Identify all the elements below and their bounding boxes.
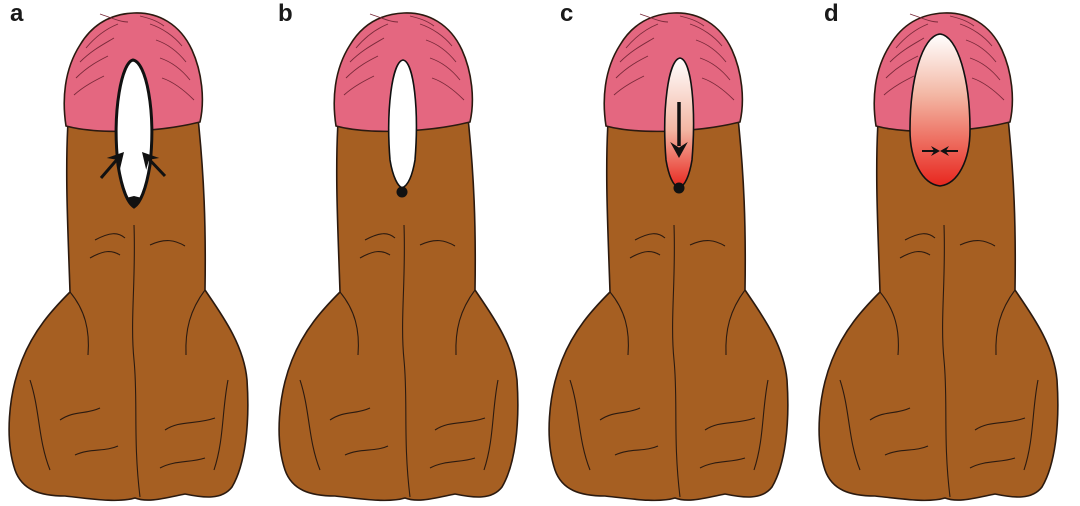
panel-b-label: b [278, 2, 293, 26]
panel-c-illustration [540, 0, 810, 506]
meatal-opening [389, 60, 417, 188]
suture-point [674, 183, 685, 194]
panel-b-illustration [270, 0, 540, 506]
suture-point [397, 187, 408, 198]
panel-c: c [540, 0, 810, 506]
panel-d-label: d [824, 2, 839, 26]
panel-a-label: a [10, 2, 23, 26]
panel-a: a [0, 0, 270, 506]
panel-b: b [270, 0, 540, 506]
panel-d-illustration [810, 0, 1080, 506]
panel-d: d [810, 0, 1080, 506]
meatal-opening [116, 60, 152, 207]
panel-c-label: c [560, 2, 573, 26]
panel-a-illustration [0, 0, 270, 506]
shaft-and-scrotum [549, 118, 788, 500]
